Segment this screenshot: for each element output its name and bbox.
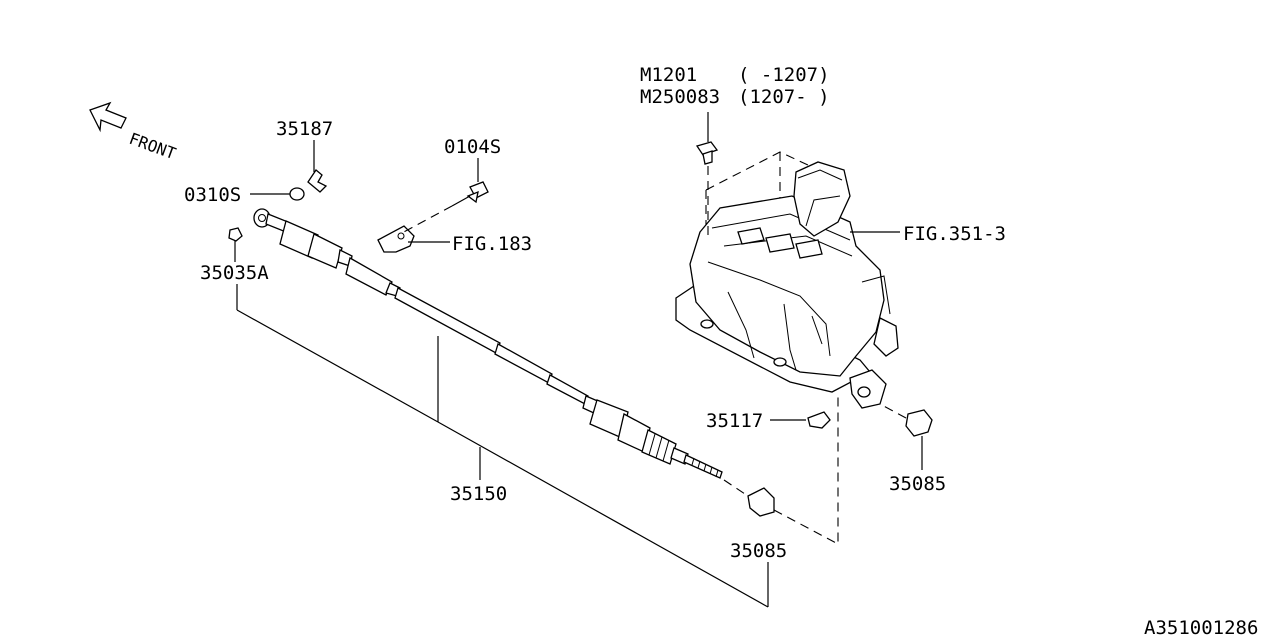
nut-35085-right [879, 403, 933, 437]
label-m250083-range: (1207- ) [738, 86, 830, 108]
label-35035a: 35035A [200, 262, 269, 284]
label-0104s: 0104S [444, 136, 501, 158]
label-fig351: FIG.351-3 [903, 223, 1006, 245]
drawing-id: A351001286 [1144, 617, 1258, 639]
front-label: FRONT [127, 129, 179, 163]
label-m250083: M250083 [640, 86, 720, 108]
bolt-m1201 [695, 141, 719, 236]
label-0310s: 0310S [184, 184, 241, 206]
clip-35187 [307, 169, 328, 193]
cable-bracket [377, 225, 415, 253]
shifter-assembly [675, 151, 899, 409]
bolt-0104s [401, 181, 489, 234]
leader-lines [234, 112, 923, 608]
label-35117: 35117 [706, 410, 763, 432]
label-35085-bottom: 35085 [730, 540, 787, 562]
washer-0310s [289, 187, 305, 201]
control-cable [253, 208, 723, 479]
nut-35085-bottom [723, 392, 839, 545]
label-fig183: FIG.183 [452, 233, 532, 255]
nut-35035a [228, 227, 243, 242]
clip-35117 [807, 411, 831, 429]
label-35085-right: 35085 [889, 473, 946, 495]
label-35150: 35150 [450, 483, 507, 505]
label-m1201-range: ( -1207) [738, 64, 830, 86]
front-arrow-icon [89, 101, 127, 133]
label-m1201: M1201 [640, 64, 697, 86]
label-35187: 35187 [276, 118, 333, 140]
